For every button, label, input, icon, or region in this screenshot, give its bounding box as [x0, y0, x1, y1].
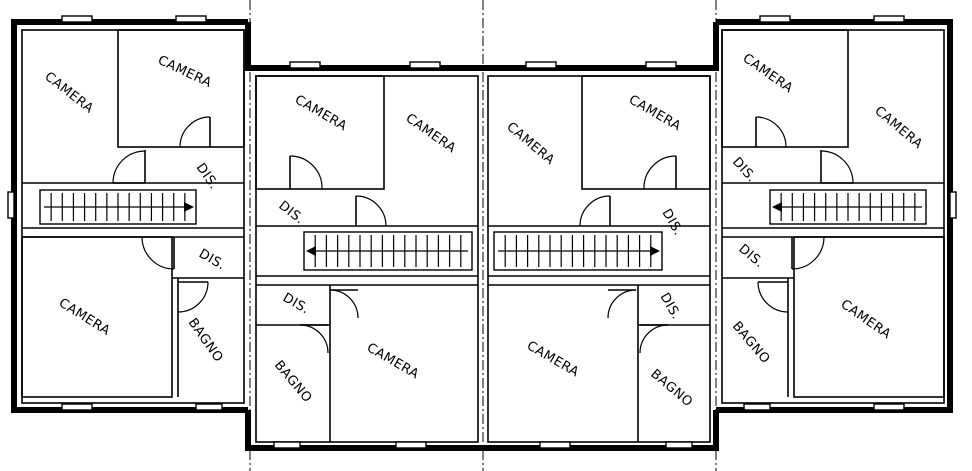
windows	[7, 15, 957, 449]
outer-wall-center-bottom	[245, 410, 719, 451]
outer-walls	[11, 19, 953, 451]
window	[873, 403, 905, 411]
axis-lines	[249, 0, 717, 471]
room-label-camera: CAMERA	[838, 297, 894, 342]
unit-2-walls	[255, 75, 479, 443]
stair-direction-arrow-icon	[650, 246, 660, 256]
room-label-dis: DIS.	[729, 155, 759, 186]
window	[759, 15, 791, 23]
window	[665, 441, 693, 449]
stair-direction-arrow-icon	[184, 202, 194, 212]
window	[61, 403, 93, 411]
room-label-camera: CAMERA	[155, 53, 214, 91]
staircase-unit-1	[39, 189, 197, 225]
window	[539, 441, 571, 449]
stair-outline	[39, 189, 197, 225]
room-label-dis: DIS.	[657, 291, 684, 323]
stair-direction-arrow-icon	[772, 202, 782, 212]
window	[525, 61, 557, 69]
stair-outline	[769, 189, 927, 225]
unit-4-walls	[721, 29, 945, 404]
room-label-camera: CAMERA	[524, 338, 582, 380]
room-label-camera: CAMERA	[364, 340, 422, 382]
outer-wall-center	[245, 22, 719, 71]
room-label-dis: DIS.	[735, 242, 766, 272]
window	[289, 61, 321, 69]
room-label-bagno: BAGNO	[185, 316, 226, 366]
window	[645, 61, 677, 69]
stair-direction-arrow-icon	[306, 246, 316, 256]
room-label-dis: DIS.	[196, 246, 228, 273]
room-label-bagno: BAGNO	[647, 367, 695, 411]
staircase-unit-3	[493, 231, 663, 271]
window	[61, 15, 93, 23]
room-label-camera: CAMERA	[871, 104, 925, 153]
room-label-dis: DIS.	[280, 290, 312, 317]
room-label-bagno: BAGNO	[729, 319, 773, 367]
room-label-camera: CAMERA	[292, 92, 350, 134]
window	[273, 441, 301, 449]
window	[743, 403, 771, 411]
doors	[112, 116, 854, 354]
stair-outline	[493, 231, 663, 271]
room-label-camera: CAMERA	[503, 120, 557, 169]
room-label-camera: CAMERA	[42, 69, 97, 116]
room-label-dis: DIS.	[276, 198, 307, 227]
window	[395, 441, 427, 449]
window	[409, 61, 441, 69]
window	[873, 15, 905, 23]
window	[195, 403, 223, 411]
room-label-camera: CAMERA	[626, 92, 684, 134]
room-label-camera: CAMERA	[740, 51, 796, 96]
staircases	[39, 189, 927, 271]
room-label-bagno: BAGNO	[271, 358, 315, 406]
staircase-unit-4	[769, 189, 927, 225]
room-label-dis: DIS.	[193, 161, 221, 193]
staircase-unit-2	[303, 231, 473, 271]
window	[7, 191, 15, 219]
room-label-camera: CAMERA	[403, 111, 459, 156]
unit-1-walls	[21, 29, 245, 404]
window	[175, 15, 207, 23]
window	[949, 191, 957, 219]
room-label-camera: CAMERA	[56, 296, 113, 339]
stair-outline	[303, 231, 473, 271]
